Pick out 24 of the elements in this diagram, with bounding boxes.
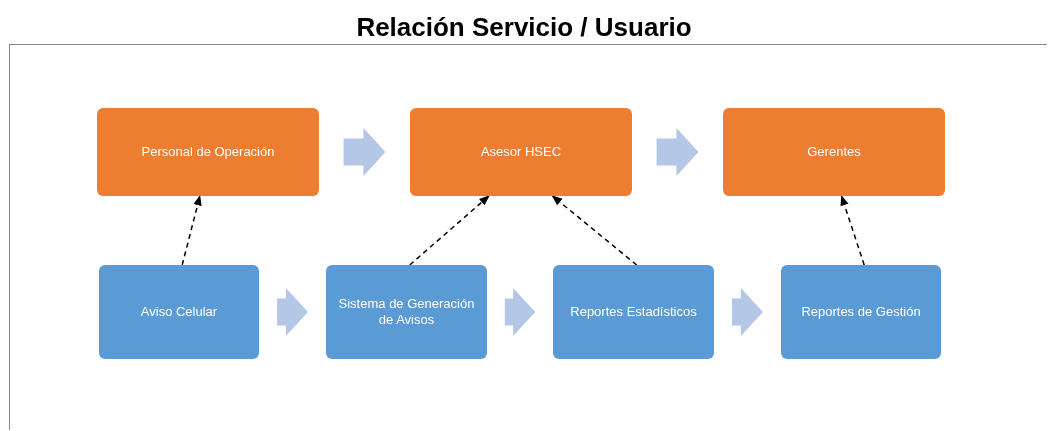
box-label: Sistema de Generación de Avisos — [337, 296, 476, 328]
box-label: Reportes de Gestión — [801, 304, 921, 320]
process-box — [99, 265, 259, 359]
process-box — [723, 108, 945, 196]
process-box — [326, 265, 487, 359]
dashed-arrow — [551, 195, 638, 266]
block-arrow — [277, 288, 308, 336]
process-box — [781, 265, 941, 359]
block-arrow — [732, 288, 763, 336]
block-arrow — [656, 128, 699, 176]
diagram-title: Relación Servicio / Usuario — [355, 12, 693, 43]
dashed-arrow — [408, 195, 490, 266]
process-box — [97, 108, 319, 196]
box-label: Asesor HSEC — [480, 144, 562, 160]
box-label: Personal de Operación — [141, 144, 275, 160]
process-box — [553, 265, 714, 359]
box-label: Reportes Estadísticos — [570, 304, 697, 320]
dashed-arrow — [181, 195, 202, 266]
dashed-arrow — [840, 195, 865, 266]
block-arrow — [343, 128, 386, 176]
box-label: Aviso Celular — [140, 304, 218, 320]
process-box — [410, 108, 632, 196]
block-arrow — [504, 288, 536, 336]
box-label: Gerentes — [807, 144, 861, 160]
